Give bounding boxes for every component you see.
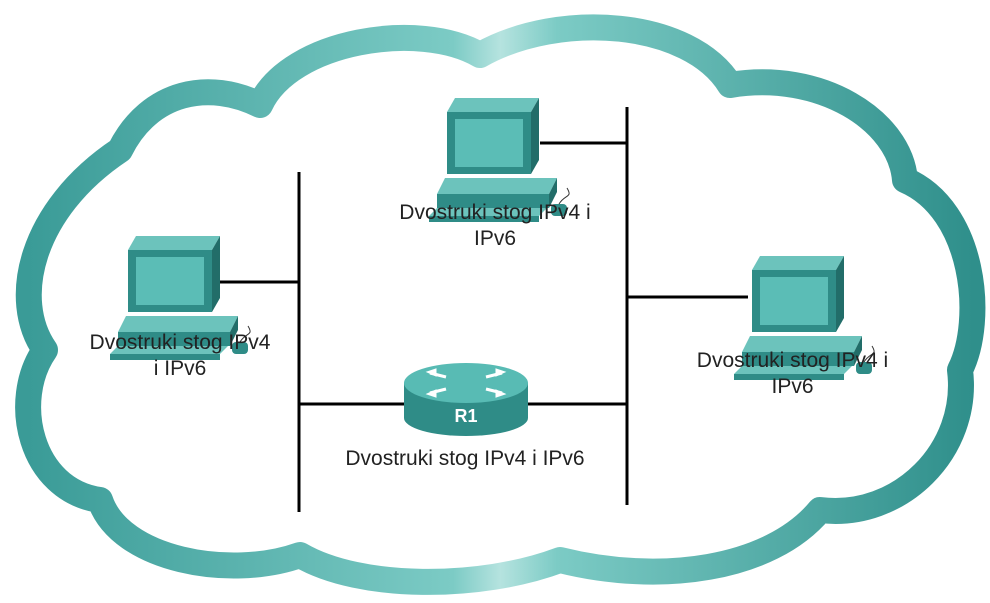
pc-top-label-line1: Dvostruki stog IPv4 i — [399, 201, 591, 224]
pc-right-label-line2: IPv6 — [771, 375, 814, 398]
router-name: R1 — [454, 406, 477, 426]
pc-left-label-line1: Dvostruki stog IPv4 — [89, 331, 271, 354]
pc-right-label: Dvostruki stog IPv4 i IPv6 — [655, 348, 930, 400]
router-label-text: Dvostruki stog IPv4 i IPv6 — [345, 447, 585, 470]
router-icon[interactable]: R1 — [404, 363, 528, 436]
pc-top-label-line2: IPv6 — [473, 227, 517, 250]
pc-left-label: Dvostruki stog IPv4 i IPv6 — [50, 330, 310, 382]
network-links — [215, 107, 748, 512]
cloud-shape — [15, 14, 986, 595]
pc-top-label: Dvostruki stog IPv4 i IPv6 — [360, 200, 630, 252]
pc-right-label-line1: Dvostruki stog IPv4 i — [696, 349, 889, 372]
pc-left-label-line2: i IPv6 — [153, 357, 207, 380]
router-label: Dvostruki stog IPv4 i IPv6 — [300, 446, 630, 472]
